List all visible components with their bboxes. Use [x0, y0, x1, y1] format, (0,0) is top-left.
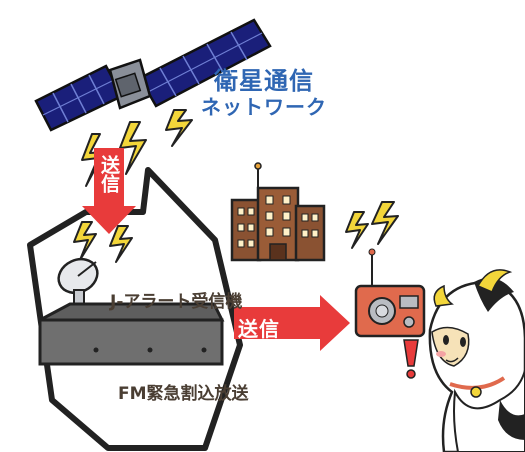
satellite-dish-icon [57, 257, 99, 311]
lightning-bolt-icon [73, 221, 133, 263]
send-label-vertical: 送信 [98, 155, 120, 193]
building-icon [230, 162, 326, 262]
network-label-line2: ネットワーク [201, 95, 327, 119]
network-label-line1: 衛星通信 [214, 67, 314, 95]
receiver-label: J-アラート受信機 [110, 292, 243, 312]
exclamation-icon [403, 339, 419, 379]
send-arrow-horizontal [234, 295, 350, 351]
receiver-device [38, 302, 225, 366]
lightning-bolt-icon [345, 201, 399, 249]
send-arrow-vertical [82, 148, 136, 234]
radio-icon [354, 248, 426, 338]
satellite-network-label: 衛星通信 ネットワーク [196, 68, 332, 120]
lightning-bolt-icon [81, 109, 193, 187]
fm-broadcast-label: FM緊急割込放送 [118, 384, 249, 404]
cow-character [428, 269, 525, 452]
send-label-horizontal: 送信 [238, 317, 280, 341]
satellite-icon [34, 18, 272, 132]
